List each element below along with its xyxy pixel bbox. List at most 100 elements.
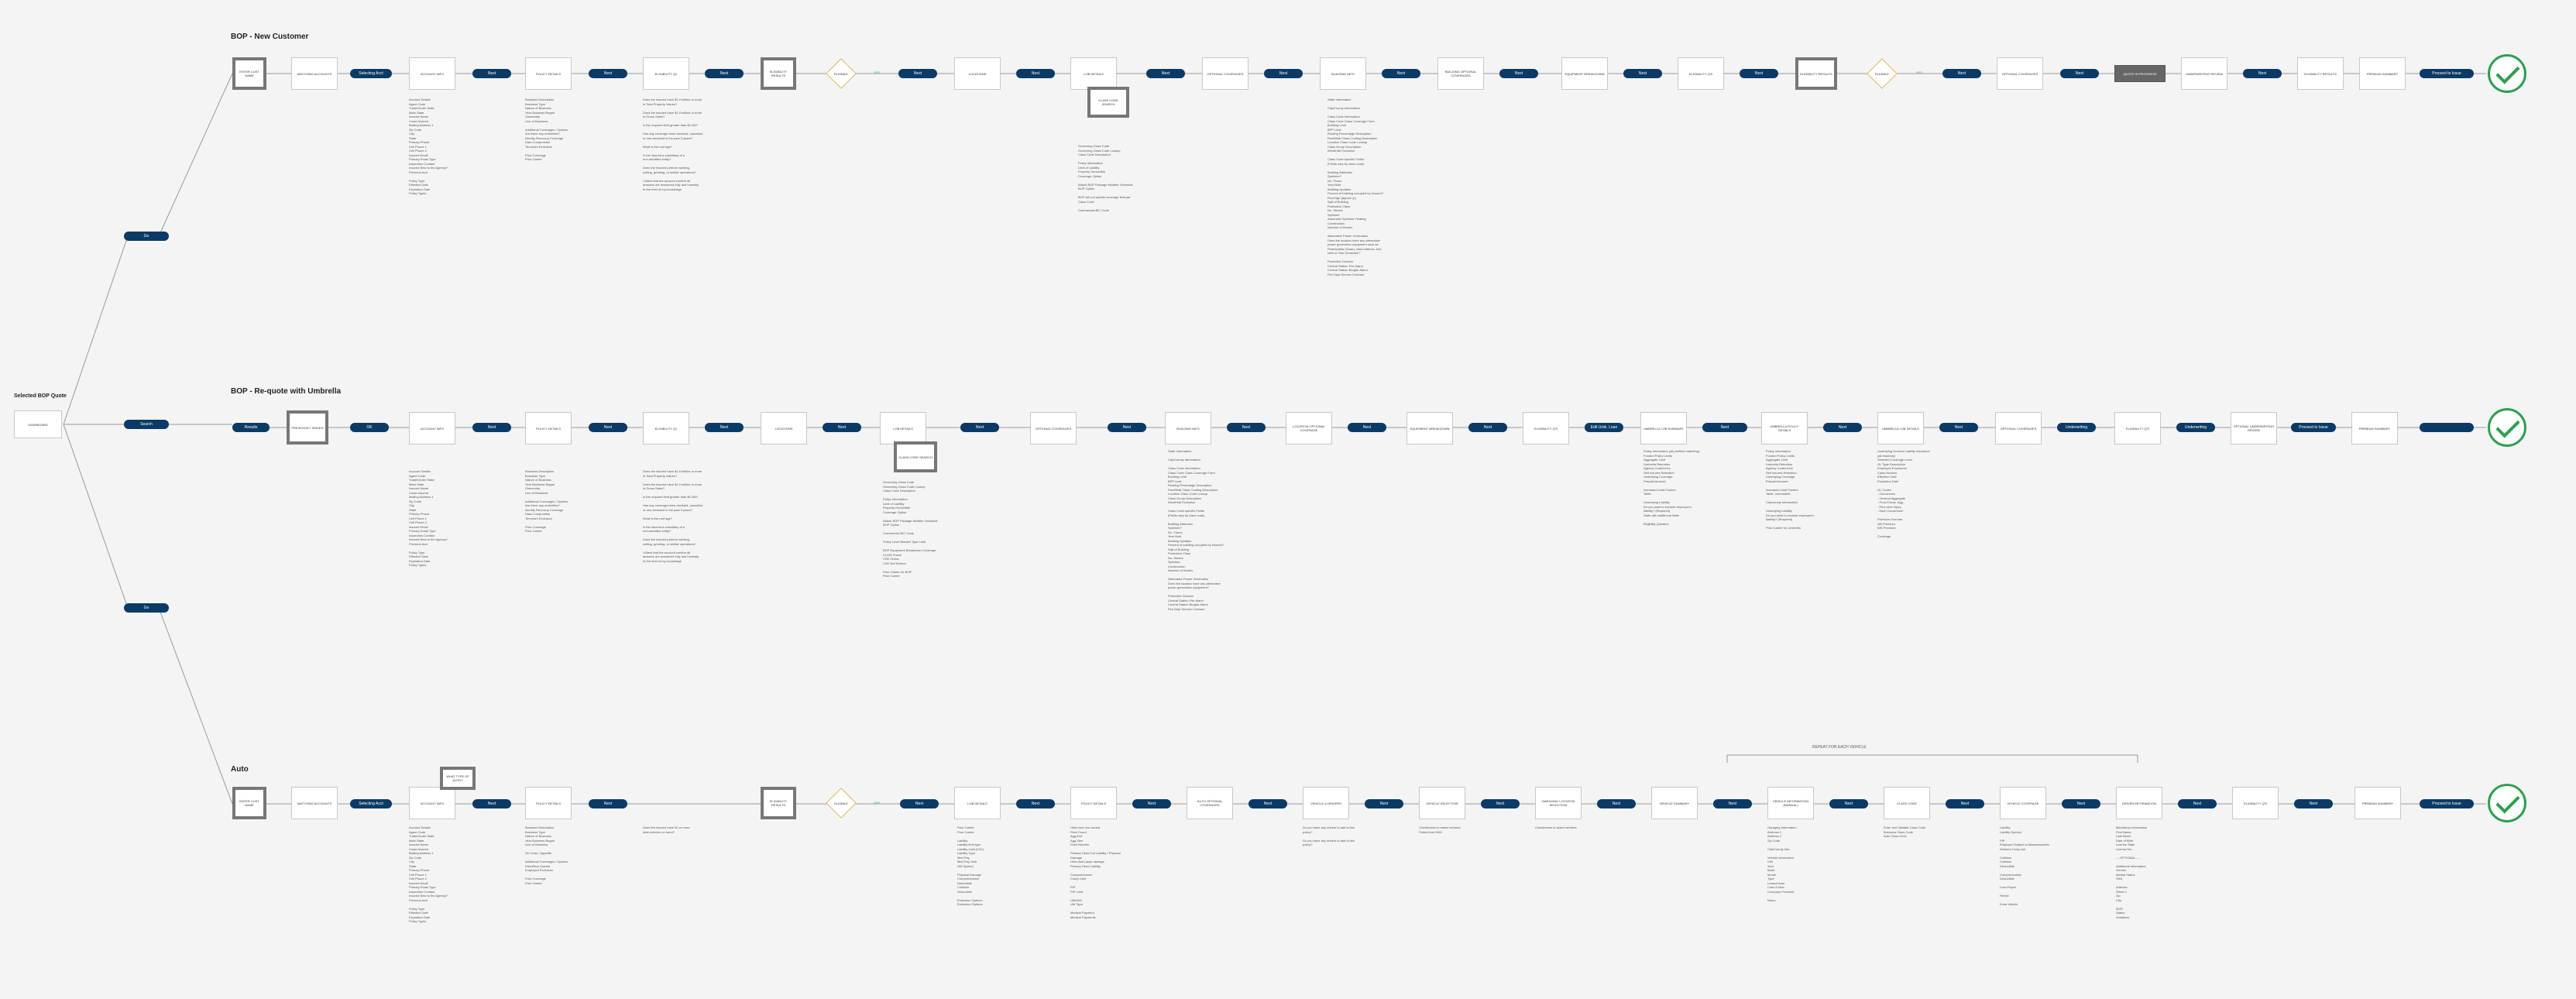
r2-class-code-search[interactable]: CLASS CODE SEARCH — [894, 441, 937, 472]
r3-driver-information[interactable]: DRIVER INFORMATION — [2116, 787, 2162, 819]
r3-garaging-location[interactable]: GARAGING LOCATION SELECTION — [1535, 787, 1582, 819]
dashboard-node[interactable]: DASHBOARD — [14, 410, 62, 438]
r3-pill-next-3[interactable]: Next — [900, 799, 939, 808]
r2-lob-details[interactable]: LOB DETAILS — [880, 412, 926, 445]
r1-pill-next-9[interactable]: Next — [1499, 69, 1538, 78]
r2-eligibility-qs-2[interactable]: ELIGIBILITY Q's — [2114, 412, 2161, 445]
r3-account-info[interactable]: ACCOUNT INFO — [409, 787, 455, 819]
r3-matching-accounts[interactable]: MATCHING ACCOUNTS — [291, 787, 338, 819]
r3-pill-next-9[interactable]: Next — [1597, 799, 1636, 808]
r2-optional-underwriting-review[interactable]: OPTIONAL UNDERWRITING REVIEW — [2231, 412, 2277, 445]
r1-eligibility-results-2[interactable]: ELIGIBILITY RESULTS — [1795, 57, 1837, 90]
r2-pill-next-12[interactable]: Next — [1939, 423, 1978, 432]
r1-account-info[interactable]: ACCOUNT INFO — [409, 57, 455, 90]
r2-pill-next-11[interactable]: Next — [1823, 423, 1862, 432]
r1-building-info[interactable]: BUILDING INFO — [1320, 57, 1366, 90]
r3-pill-next-7[interactable]: Next — [1365, 799, 1403, 808]
r3-vehicle-coverage[interactable]: VEHICLE COVERAGE — [2000, 787, 2046, 819]
r3-eligibility-qs[interactable]: ELIGIBILITY Q's — [2232, 787, 2279, 819]
r3-vehicle-summary[interactable]: VEHICLE SUMMARY — [1651, 787, 1698, 819]
r2-location-optional-coverage[interactable]: LOCATION OPTIONAL COVERAGE — [1286, 412, 1332, 445]
r1-pill-next-11[interactable]: Next — [1740, 69, 1778, 78]
r3-pill-selecting-acct[interactable]: Selecting Acct — [350, 799, 392, 808]
r2-pill-next-13[interactable]: Underwriting — [2057, 423, 2096, 432]
search-pill[interactable]: Search — [124, 420, 169, 429]
r1-pill-next-2[interactable]: Next — [589, 69, 627, 78]
r3-pill-next-2[interactable]: Next — [589, 799, 627, 808]
r1-pill-next-3[interactable]: Next — [705, 69, 744, 78]
r2-pill-next-6[interactable]: Next — [1108, 423, 1146, 432]
r2-umbrella-lob-summary[interactable]: UMBRELLA LOB SUMMARY — [1640, 412, 1687, 445]
r2-pill-next-14[interactable]: Underwriting — [2176, 423, 2215, 432]
r1-pill-next-14[interactable]: Next — [2243, 69, 2282, 78]
r2-pill-edit-umb[interactable]: Next — [1702, 423, 1747, 432]
r2-umbrella-policy-details[interactable]: UMBRELLA POLICY DETAILS — [1761, 412, 1808, 445]
r2-umbrella-lob-details[interactable]: UMBRELLA LOB DETAILS — [1877, 412, 1924, 445]
r3-premium-summary[interactable]: PREMIUM SUMMARY — [2354, 787, 2401, 819]
r1-eligibility-qs[interactable]: ELIGIBILITY Q's — [1678, 57, 1724, 90]
r2-pill-ok[interactable]: OK — [350, 423, 389, 432]
r3-pill-next-4[interactable]: Next — [1016, 799, 1055, 808]
r2-pill-next-7[interactable]: Next — [1227, 423, 1266, 432]
r3-enter-cust-name[interactable]: ENTER CUST NAME — [232, 787, 266, 819]
r3-pill-proceed-to-issue[interactable]: Proceed to Issue — [2420, 799, 2474, 808]
r3-pill-next-11[interactable]: Next — [1829, 799, 1868, 808]
r2-pill-next-10[interactable]: Edit Umb. Loan — [1585, 423, 1623, 432]
r1-pill-next-12[interactable]: Next — [1942, 69, 1981, 78]
r2-optional-coverages-2[interactable]: OPTIONAL COVERAGES — [1995, 412, 2042, 445]
r2-eligibility-qs[interactable]: ELIGIBILITY Q's — [1523, 412, 1569, 445]
r3-what-type-of-auto[interactable]: WHAT TYPE OF AUTO? — [440, 767, 476, 790]
r2-pill-next-4[interactable]: Next — [823, 423, 861, 432]
r2-policy-details[interactable]: POLICY DETAILS — [525, 412, 572, 445]
r2-pill-next-8[interactable]: Next — [1348, 423, 1386, 432]
r1-pill-next-6[interactable]: Next — [1146, 69, 1185, 78]
r2-pill-next-2[interactable]: Next — [589, 423, 627, 432]
r2-pill-results[interactable]: Results — [232, 423, 270, 432]
r3-pill-next-8[interactable]: Next — [1481, 799, 1520, 808]
r1-pill-selecting-acct[interactable]: Selecting Acct — [350, 69, 392, 78]
r3-pill-next-13[interactable]: Next — [2062, 799, 2100, 808]
r2-optional-coverages[interactable]: OPTIONAL COVERAGES — [1030, 412, 1077, 445]
r1-class-code-search[interactable]: CLASS CODE SEARCH — [1087, 87, 1129, 118]
r2-building-info[interactable]: BUILDING INFO — [1165, 412, 1211, 445]
r1-enter-cust-name[interactable]: ENTER CUST NAME — [232, 57, 266, 90]
r3-vehicle-info-manual[interactable]: VEHICLE INFORMATION (MANUAL) — [1767, 787, 1814, 819]
r1-eligibility-results-3[interactable]: ELIGIBILITY RESULTS — [2297, 57, 2344, 90]
r1-pill-next-4[interactable]: Next — [898, 69, 937, 78]
r1-pill-next-7[interactable]: Next — [1264, 69, 1303, 78]
r3-pill-next-15[interactable]: Next — [2294, 799, 2333, 808]
r1-pill-proceed-to-issue[interactable]: Proceed to Issue — [2420, 69, 2474, 78]
r2-account-info[interactable]: ACCOUNT INFO — [409, 412, 455, 445]
go-pill-auto[interactable]: Go — [124, 603, 169, 613]
r3-pill-next-12[interactable]: Next — [1946, 799, 1984, 808]
r3-eligibility-results[interactable]: ELIGIBILITY RESULTS — [761, 787, 796, 819]
r1-building-optional-coverages[interactable]: BUILDING OPTIONAL COVERAGES — [1437, 57, 1484, 90]
r1-optional-coverages-2[interactable]: OPTIONAL COVERAGES — [1997, 57, 2043, 90]
r3-policy-details-2[interactable]: POLICY DETAILS — [1070, 787, 1117, 819]
r2-pill-underwriting[interactable]: Proceed to Issue — [2291, 423, 2336, 432]
r3-pill-next-5[interactable]: Next — [1132, 799, 1171, 808]
r3-class-code[interactable]: CLASS CODE — [1884, 787, 1930, 819]
r1-equipment-breakdown[interactable]: EQUIPMENT BREAKDOWN — [1561, 57, 1608, 90]
r2-pill-next-9[interactable]: Next — [1468, 423, 1507, 432]
go-pill-new[interactable]: Go — [124, 232, 169, 241]
r3-lob-details[interactable]: LOB DETAILS — [954, 787, 1001, 819]
r3-vehicle-drivers[interactable]: VEHICLE & DRIVERS — [1303, 787, 1349, 819]
r1-lob-details[interactable]: LOB DETAILS — [1070, 57, 1117, 90]
r2-pill-next-1[interactable]: Next — [472, 423, 511, 432]
r2-equipment-breakdown[interactable]: EQUIPMENT BREAKDOWN — [1406, 412, 1453, 445]
r2-eligibility-q1[interactable]: ELIGIBILITY Q1 — [643, 412, 689, 445]
r1-underwriting-review[interactable]: UNDERWRITING REVIEW — [2181, 57, 2227, 90]
r2-pill-proceed-to-issue[interactable] — [2420, 423, 2474, 432]
r2-previously-issued[interactable]: PREVIOUSLY ISSUED — [287, 410, 328, 445]
r3-vehicle-selection[interactable]: VEHICLE SELECTION — [1419, 787, 1465, 819]
r3-pill-next-14[interactable]: Next — [2178, 799, 2217, 808]
r1-locations[interactable]: LOCATIONS — [954, 57, 1001, 90]
r1-policy-details[interactable]: POLICY DETAILS — [525, 57, 572, 90]
r1-matching-accounts[interactable]: MATCHING ACCOUNTS — [291, 57, 338, 90]
r2-pill-next-5[interactable]: Next — [960, 423, 999, 432]
r1-pill-next-5[interactable]: Next — [1016, 69, 1055, 78]
r1-pill-next-13[interactable]: Next — [2060, 69, 2099, 78]
r1-pill-next-10[interactable]: Next — [1623, 69, 1662, 78]
r3-pill-next-10[interactable]: Next — [1713, 799, 1752, 808]
